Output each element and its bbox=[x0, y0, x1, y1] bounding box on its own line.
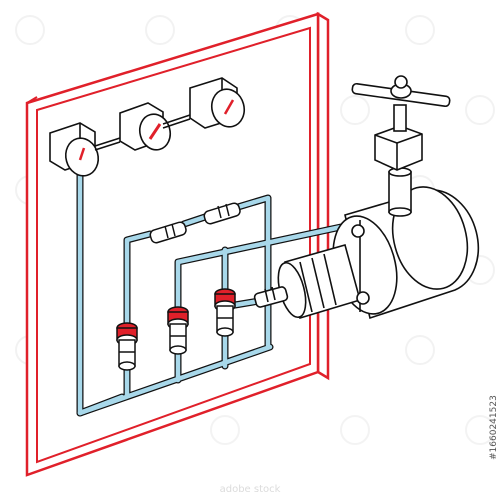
watermark-text: adobe stock bbox=[220, 484, 281, 495]
inline-valve-1 bbox=[116, 322, 138, 371]
inline-valve-3 bbox=[214, 288, 236, 337]
inline-filter-1 bbox=[149, 221, 187, 244]
inline-filter-2 bbox=[203, 202, 241, 225]
panel-board bbox=[25, 11, 330, 477]
t-handle-valve bbox=[351, 75, 451, 217]
pressure-gauge-3 bbox=[189, 77, 246, 129]
inline-valve-2 bbox=[167, 306, 189, 355]
stock-id-text: #1660241523 bbox=[489, 395, 499, 460]
pressure-gauge-1 bbox=[49, 122, 100, 177]
gauge-link bbox=[94, 114, 191, 151]
pressure-gauge-2 bbox=[119, 102, 172, 151]
